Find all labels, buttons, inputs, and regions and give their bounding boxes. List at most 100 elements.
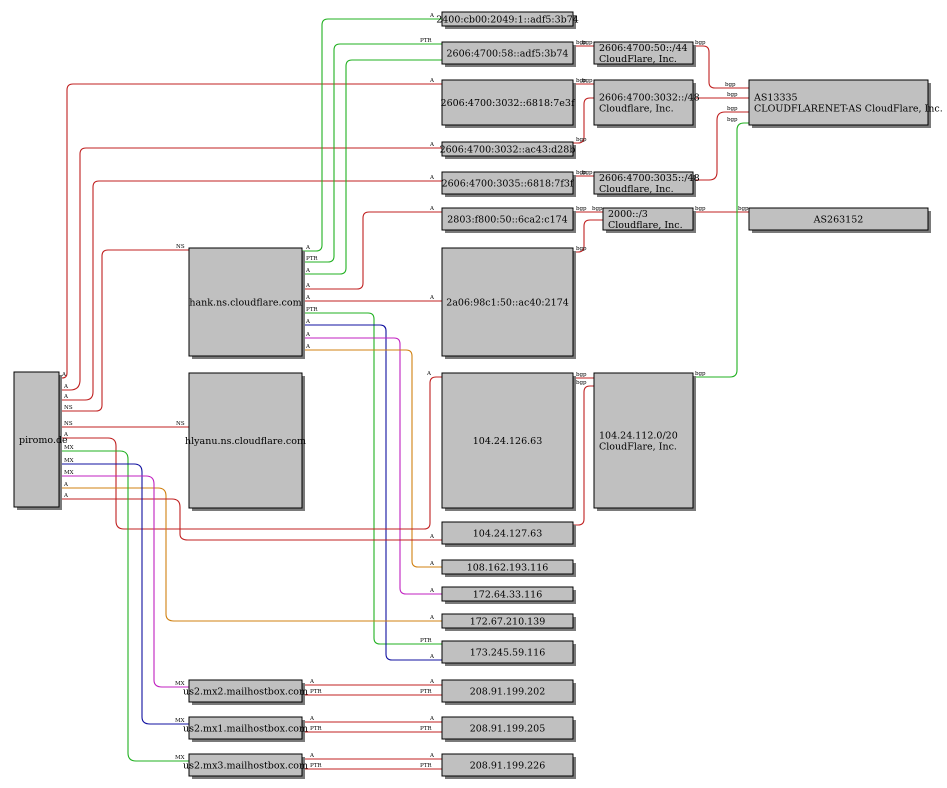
node-piromo[interactable]: piromo.de (13, 371, 68, 510)
node-box (441, 247, 574, 357)
node-hlyanu[interactable]: hlyanu.ns.cloudflare.com (185, 372, 306, 511)
edge-label-a: A (305, 319, 311, 325)
edge-label-ptr: PTR (306, 256, 318, 262)
edge-a (302, 324, 442, 661)
edge-a (59, 376, 442, 530)
node-ip6-2a06[interactable]: 2a06:98c1:50::ac40:2174 (441, 247, 576, 359)
edge-a (302, 18, 442, 252)
edge-label-a: A (63, 493, 69, 499)
node-label: 2606:4700:3032::ac43:d28b (440, 145, 576, 156)
edge-label-a: A (429, 13, 435, 19)
node-label: 2a06:98c1:50::ac40:2174 (446, 298, 569, 309)
edge-bgp (693, 122, 749, 378)
edge-label-mx: MX (175, 718, 185, 724)
edge-label-mx: MX (175, 681, 185, 687)
node-box (593, 79, 694, 126)
node-mx1[interactable]: us2.mx1.mailhostbox.com (183, 716, 308, 742)
node-box (13, 371, 60, 508)
edge-label-bgp: bgp (576, 78, 587, 84)
node-box (441, 372, 574, 509)
edge-label-a: A (305, 245, 311, 251)
node-ip-205[interactable]: 208.91.199.205 (441, 716, 576, 742)
node-label: AS263152 (813, 215, 864, 226)
edge-label-a: A (429, 753, 435, 759)
edge-labels-layer: AAANSNSAPTRAAAPTRAAAAAAMXMXMXAPTRAPTRAPT… (61, 13, 749, 769)
edge-label-a: A (429, 534, 435, 540)
edge-label-bgp: bgp (582, 40, 593, 46)
edge-label-mx: MX (64, 445, 74, 451)
edge-a (59, 180, 442, 401)
node-mx2[interactable]: us2.mx2.mailhostbox.com (183, 679, 308, 705)
node-label: CLOUDFLARENET-AS CloudFlare, Inc. (754, 104, 943, 115)
node-ip-127[interactable]: 104.24.127.63 (441, 521, 576, 547)
node-label: 104.24.112.0/20 (599, 431, 678, 442)
node-ip6-4700-58[interactable]: 2606:4700:58::adf5:3b74 (441, 41, 576, 67)
node-ip-226[interactable]: 208.91.199.226 (441, 753, 576, 779)
node-box (441, 11, 574, 27)
edge-a (302, 337, 442, 595)
edge-label-bgp: bgp (576, 380, 587, 386)
node-mx3[interactable]: us2.mx3.mailhostbox.com (183, 753, 308, 779)
node-box (441, 521, 574, 545)
node-ip-172-64[interactable]: 172.64.33.116 (441, 586, 576, 604)
edge-ptr (302, 43, 442, 263)
node-hank[interactable]: hank.ns.cloudflare.com (188, 247, 305, 359)
node-ip-172-67[interactable]: 172.67.210.139 (441, 613, 576, 631)
node-box (441, 716, 574, 740)
node-box (593, 372, 694, 509)
node-ip-202[interactable]: 208.91.199.202 (441, 679, 576, 705)
edge-label-ns: NS (176, 244, 185, 250)
edge-label-ptr: PTR (420, 638, 432, 644)
edge-label-a: A (305, 344, 311, 350)
node-box (441, 640, 574, 664)
node-box (441, 141, 574, 157)
edge-label-a: A (429, 679, 435, 685)
edge-mx (59, 475, 189, 688)
node-box (188, 247, 303, 357)
edge-label-a: A (429, 206, 435, 212)
node-label: 208.91.199.205 (470, 724, 546, 735)
node-label: 2000::/3 (608, 209, 648, 220)
edge-label-ptr: PTR (420, 763, 432, 769)
node-ip6-2803[interactable]: 2803:f800:50::6ca2:c174 (441, 207, 576, 233)
edge-label-a: A (63, 394, 69, 400)
edge-a (59, 83, 442, 379)
node-ip6-3035[interactable]: 2606:4700:3035::6818:7f3f (441, 171, 576, 197)
edge-label-mx: MX (64, 458, 74, 464)
edge-bgp (693, 45, 749, 89)
edge-label-a: A (63, 432, 69, 438)
edge-bgp (573, 385, 594, 526)
edge-label-a: A (305, 268, 311, 274)
node-ip-173[interactable]: 173.245.59.116 (441, 640, 576, 666)
node-ip6-3032-ac43[interactable]: 2606:4700:3032::ac43:d28b (440, 141, 576, 159)
edge-label-a: A (429, 142, 435, 148)
edge-label-bgp: bgp (576, 206, 587, 212)
node-ip-108[interactable]: 108.162.193.116 (441, 559, 576, 577)
edge-label-bgp: bgp (576, 372, 587, 378)
edge-label-a: A (429, 588, 435, 594)
edge-label-bgp: bgp (592, 206, 603, 212)
edge-bgp (573, 219, 603, 253)
node-label: CloudFlare, Inc. (599, 442, 677, 453)
edge-ns (59, 249, 189, 412)
node-label: 2803:f800:50::6ca2:c174 (447, 215, 567, 226)
edge-label-bgp: bgp (695, 40, 706, 46)
edge-label-bgp: bgp (576, 170, 587, 176)
edge-label-bgp: bgp (695, 371, 706, 377)
node-as263152[interactable]: AS263152 (748, 207, 931, 233)
node-label: hlyanu.ns.cloudflare.com (185, 436, 306, 447)
node-ip6-2400[interactable]: 2400:cb00:2049:1::adf5:3b74 (436, 11, 579, 29)
node-ip6-3032-6818[interactable]: 2606:4700:3032::6818:7e3f (441, 79, 576, 128)
edge-label-ptr: PTR (420, 726, 432, 732)
node-ip-126[interactable]: 104.24.126.63 (441, 372, 576, 511)
edge-label-a: A (429, 654, 435, 660)
edge-label-a: A (305, 283, 311, 289)
edge-label-a: A (61, 372, 67, 378)
node-label: 2400:cb00:2049:1::adf5:3b74 (436, 15, 579, 26)
